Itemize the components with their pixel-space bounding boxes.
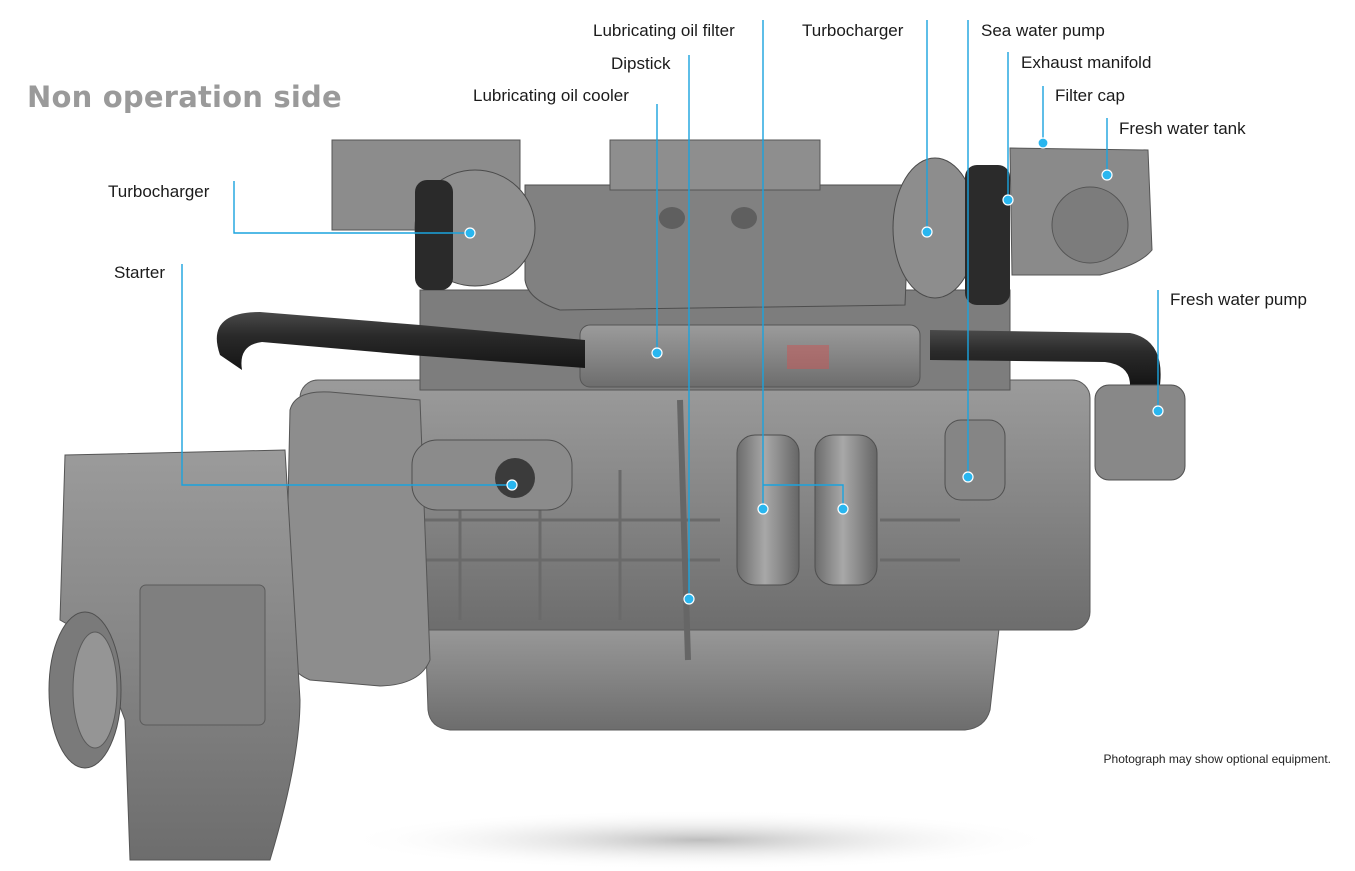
marker-dots xyxy=(464,137,1164,605)
oil-pan xyxy=(424,619,1001,731)
dot-dipstick xyxy=(683,593,695,605)
dot-lube-oil-filter-b xyxy=(837,503,849,515)
label-fresh-water-pump: Fresh water pump xyxy=(1170,290,1307,309)
starter-shape xyxy=(411,439,573,511)
label-exhaust-manifold: Exhaust manifold xyxy=(1021,53,1152,72)
cooling-hose-right xyxy=(930,330,1161,385)
turbocharger-right-shape xyxy=(892,157,978,299)
intake-hose xyxy=(216,312,586,370)
fresh-water-pump-shape xyxy=(1094,384,1186,481)
dot-fresh-water-tank xyxy=(1101,169,1113,181)
flywheel-housing xyxy=(284,391,431,687)
label-dipstick: Dipstick xyxy=(611,54,671,73)
dot-turbo-right xyxy=(921,226,933,238)
label-lube-oil-filter: Lubricating oil filter xyxy=(593,21,735,40)
dot-fresh-water-pump xyxy=(1152,405,1164,417)
dot-starter xyxy=(506,479,518,491)
disclaimer-note: Photograph may show optional equipment. xyxy=(1103,752,1331,766)
floor-shadow xyxy=(340,810,1060,870)
label-sea-water-pump: Sea water pump xyxy=(981,21,1105,40)
dot-lube-oil-cooler xyxy=(651,347,663,359)
dipstick-tube xyxy=(677,399,691,661)
dot-filter-cap xyxy=(1037,137,1049,149)
sea-water-pump-shape xyxy=(944,419,1006,501)
leader-starter xyxy=(181,264,512,486)
label-fresh-water-tank: Fresh water tank xyxy=(1119,119,1246,138)
label-lube-oil-cooler: Lubricating oil cooler xyxy=(473,86,629,105)
label-turbocharger-left: Turbocharger xyxy=(108,182,210,201)
air-cooler-box xyxy=(524,184,911,311)
dot-sea-water-pump xyxy=(962,471,974,483)
dot-lube-oil-filter-a xyxy=(757,503,769,515)
lube-oil-cooler-shape xyxy=(579,324,921,388)
label-starter: Starter xyxy=(114,263,166,282)
page-heading: Non operation side xyxy=(27,80,342,114)
label-filter-cap: Filter cap xyxy=(1055,86,1125,105)
dot-exhaust-manifold xyxy=(1002,194,1014,206)
label-turbocharger-right: Turbocharger xyxy=(802,21,904,40)
leader-turbo-left xyxy=(233,181,470,234)
dot-turbo-left xyxy=(464,227,476,239)
